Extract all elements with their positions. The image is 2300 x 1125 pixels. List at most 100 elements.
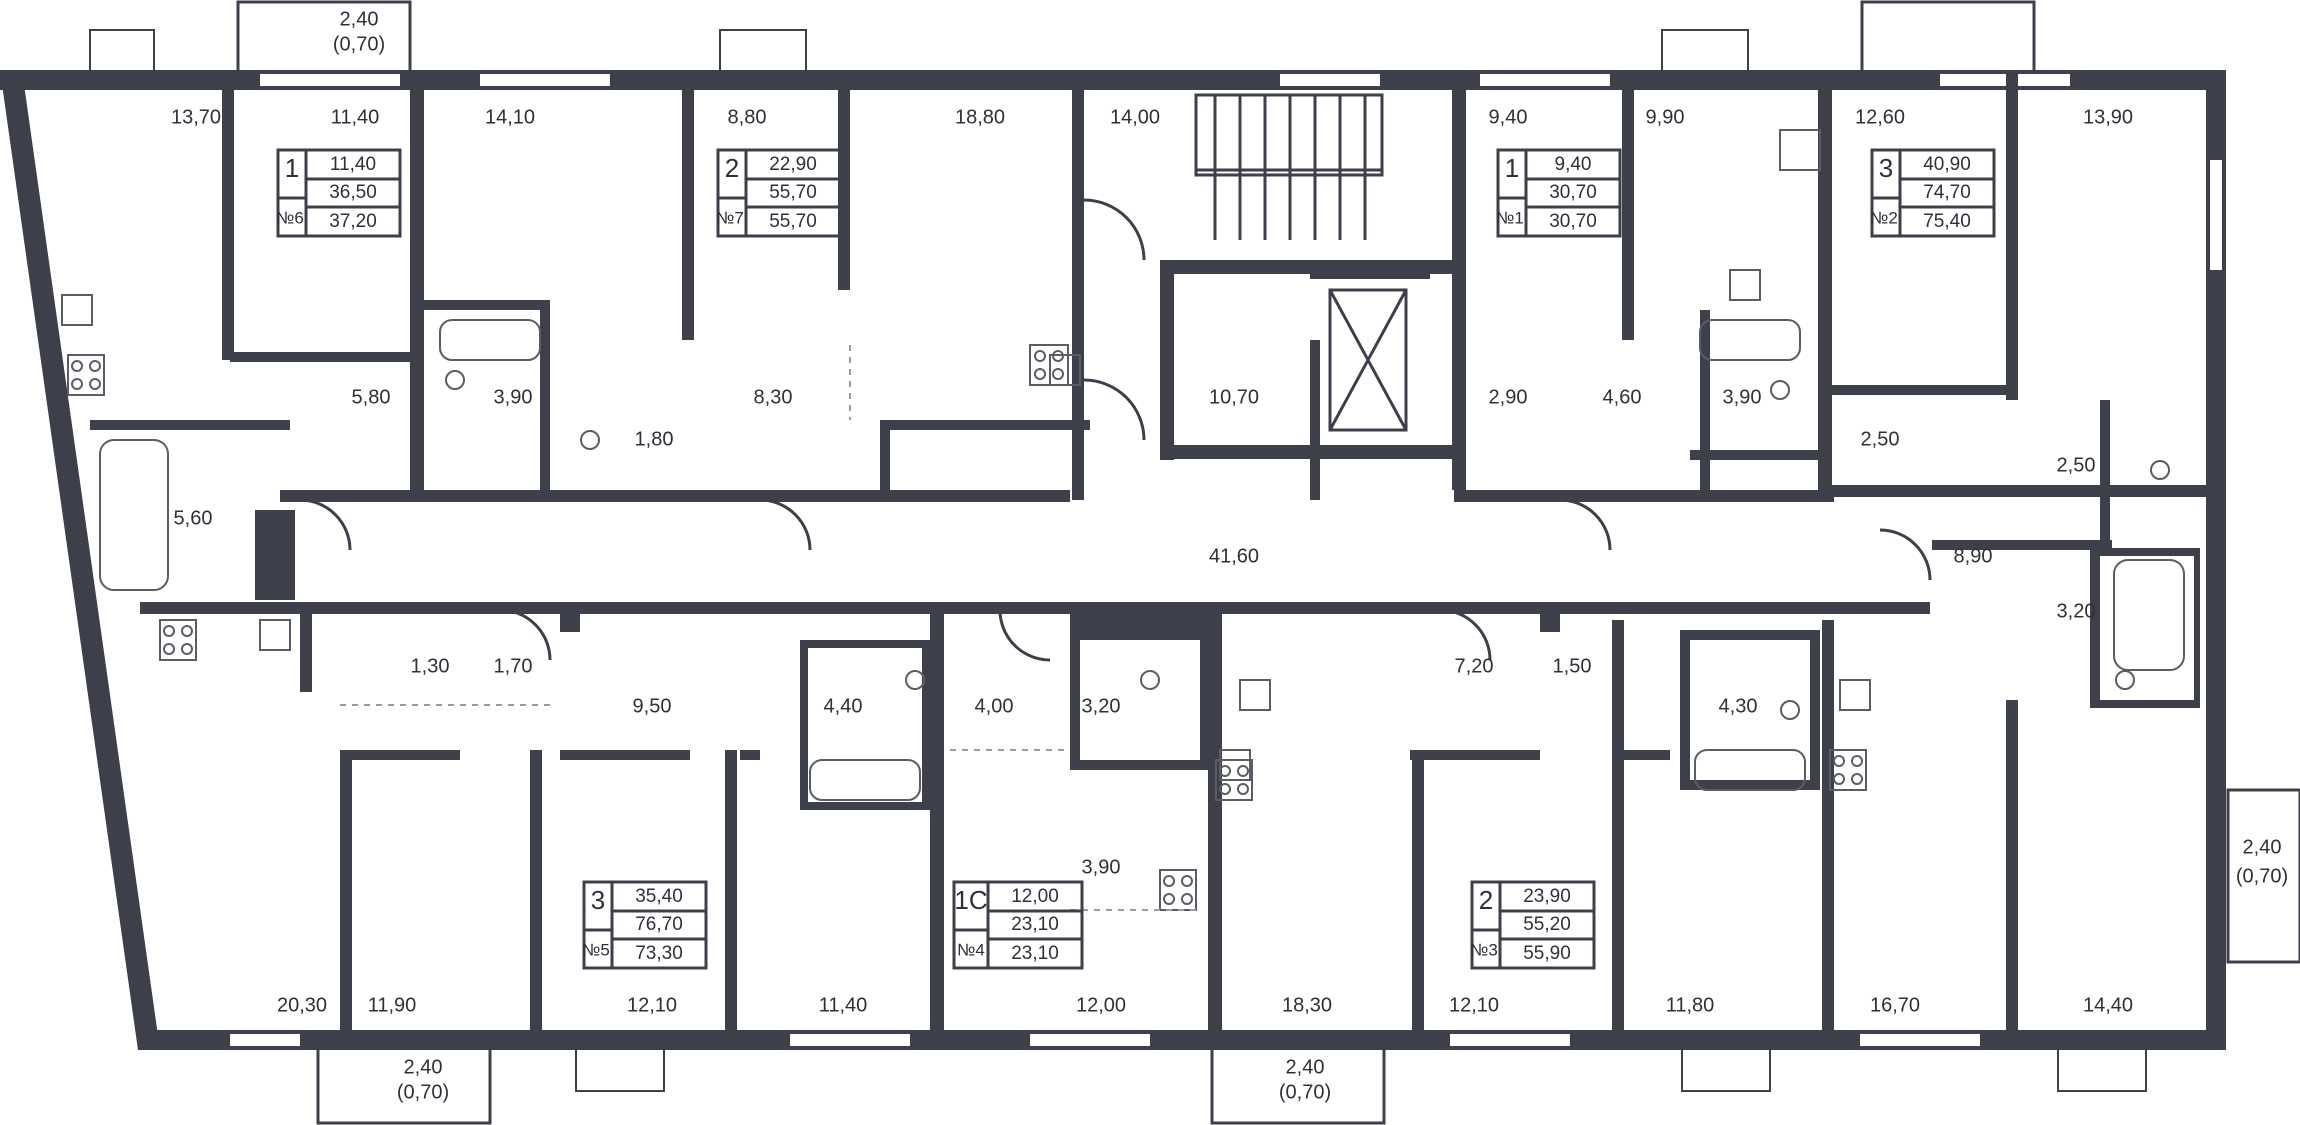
apartment-living-area: 11,40 [330, 154, 376, 175]
room-area-r3: 14,10 [485, 106, 535, 128]
apartment-total-with-balcony: 55,70 [769, 211, 817, 232]
room-area-r11: 5,80 [352, 386, 391, 408]
balcony-area-reduced: (0,70) [1279, 1081, 1331, 1103]
apartment-rooms: 1 [285, 153, 299, 183]
apartment-rooms: 1 [1505, 153, 1519, 183]
balcony-area: 2,40 [2243, 836, 2282, 858]
interior-walls [90, 70, 2212, 1042]
stove-icon [1159, 869, 1197, 911]
apartment-living-area: 9,40 [1555, 154, 1592, 175]
apartment-total-with-balcony: 55,90 [1523, 943, 1571, 964]
apartment-total-area: 55,20 [1523, 914, 1571, 935]
stove-icon [159, 619, 197, 661]
room-area-r7: 9,40 [1489, 106, 1528, 128]
room-area-r21: 5,60 [174, 507, 213, 529]
stove-icon [1829, 749, 1867, 791]
room-area-r36: 11,90 [368, 994, 417, 1016]
apartment-total-area: 23,10 [1011, 914, 1059, 935]
room-area-r10: 13,90 [2083, 106, 2133, 128]
room-area-r35: 20,30 [277, 994, 327, 1016]
stove-icon [1215, 759, 1253, 801]
room-area-r25: 1,30 [411, 655, 450, 677]
balcony-area: 2,40 [340, 8, 379, 30]
room-area-r26: 1,70 [494, 655, 533, 677]
room-area-r14: 8,30 [754, 386, 793, 408]
exterior-walls [0, 70, 2226, 1050]
apartment-rooms: 1С [954, 885, 987, 915]
door-swings [299, 198, 1932, 911]
balcony-area-reduced: (0,70) [333, 33, 385, 55]
room-area-r9: 12,60 [1855, 106, 1905, 128]
room-area-r28: 4,40 [824, 695, 863, 717]
apartment-rooms: 2 [725, 153, 739, 183]
room-area-r17: 4,60 [1603, 386, 1642, 408]
fixtures [61, 129, 2185, 911]
stair-core [1194, 93, 1430, 432]
balcony-area: 2,40 [1286, 1056, 1325, 1078]
apartment-total-area: 74,70 [1923, 182, 1971, 203]
apartment-living-area: 35,40 [635, 886, 683, 907]
apartment-number: №3 [1470, 940, 1498, 959]
room-area-r27: 9,50 [633, 695, 672, 717]
room-area-r32: 1,50 [1553, 655, 1592, 677]
room-area-r31: 7,20 [1455, 655, 1494, 677]
room-area-r13: 1,80 [635, 428, 674, 450]
apartment-living-area: 12,00 [1011, 886, 1059, 907]
apartment-living-area: 40,90 [1923, 154, 1971, 175]
room-area-r33: 4,30 [1719, 695, 1758, 717]
room-area-r4: 8,80 [728, 106, 767, 128]
balcony-outlines [89, 0, 2300, 1125]
balcony-labels: 2,40 (0,70) 2,40 (0,70) 2,40 (0,70) 2,40… [333, 8, 2288, 1103]
apartment-card-7: 2 №7 22,90 55,70 55,70 [716, 148, 842, 238]
apartment-card-6: 1 №6 11,40 36,50 37,20 [276, 148, 402, 238]
apartment-total-area: 76,70 [635, 914, 683, 935]
apartment-card-5: 3 №5 35,40 76,70 73,30 [582, 880, 708, 970]
room-area-r44: 14,40 [2083, 994, 2133, 1016]
apartment-total-area: 30,70 [1549, 182, 1597, 203]
room-area-r19: 2,50 [1861, 428, 1900, 450]
room-area-r39: 12,00 [1076, 994, 1126, 1016]
stove-icon [67, 354, 105, 396]
room-area-r30: 3,20 [1082, 695, 1121, 717]
room-area-r2: 11,40 [331, 106, 380, 128]
room-area-r22: 41,60 [1209, 545, 1259, 567]
room-area-r29: 4,00 [975, 695, 1014, 717]
apartment-number: №5 [582, 940, 610, 959]
apartment-rooms: 3 [591, 885, 605, 915]
apartment-number: №1 [1496, 208, 1524, 227]
room-area-r8: 9,90 [1646, 106, 1685, 128]
apartment-total-with-balcony: 23,10 [1011, 943, 1059, 964]
room-area-r42: 11,80 [1666, 994, 1715, 1016]
balcony-area-reduced: (0,70) [397, 1081, 449, 1103]
room-labels: 13,70 11,40 14,10 8,80 18,80 14,00 9,40 … [171, 106, 2133, 1016]
room-area-r40: 18,30 [1282, 994, 1332, 1016]
apartment-card-2: 3 №2 40,90 74,70 75,40 [1870, 148, 1996, 238]
apartment-rooms: 2 [1479, 885, 1493, 915]
room-area-r23: 8,90 [1954, 545, 1993, 567]
apartment-living-area: 22,90 [769, 154, 817, 175]
room-area-r16: 2,90 [1489, 386, 1528, 408]
apartment-number: №4 [957, 940, 985, 959]
apartment-total-area: 55,70 [769, 182, 817, 203]
room-area-r5: 18,80 [955, 106, 1005, 128]
room-area-r37: 12,10 [627, 994, 677, 1016]
apartment-total-with-balcony: 73,30 [635, 943, 683, 964]
room-area-r1: 13,70 [171, 106, 221, 128]
room-area-r38: 11,40 [819, 994, 868, 1016]
room-area-r6: 14,00 [1110, 106, 1160, 128]
apartment-total-with-balcony: 37,20 [329, 211, 377, 232]
apartment-number: №7 [716, 208, 744, 227]
apartment-card-3: 2 №3 23,90 55,20 55,90 [1470, 880, 1596, 970]
apartment-living-area: 23,90 [1523, 886, 1571, 907]
room-area-r15: 10,70 [1209, 386, 1259, 408]
room-area-r24: 3,20 [2057, 600, 2096, 622]
room-area-r41: 12,10 [1449, 994, 1499, 1016]
stove-icon [1029, 344, 1069, 386]
room-area-r34: 3,90 [1082, 856, 1121, 878]
room-area-r12: 3,90 [494, 386, 533, 408]
room-area-r20: 2,50 [2057, 454, 2096, 476]
apartment-total-with-balcony: 30,70 [1549, 211, 1597, 232]
apartment-rooms: 3 [1879, 153, 1893, 183]
apartment-card-4: 1С №4 12,00 23,10 23,10 [952, 880, 1084, 970]
